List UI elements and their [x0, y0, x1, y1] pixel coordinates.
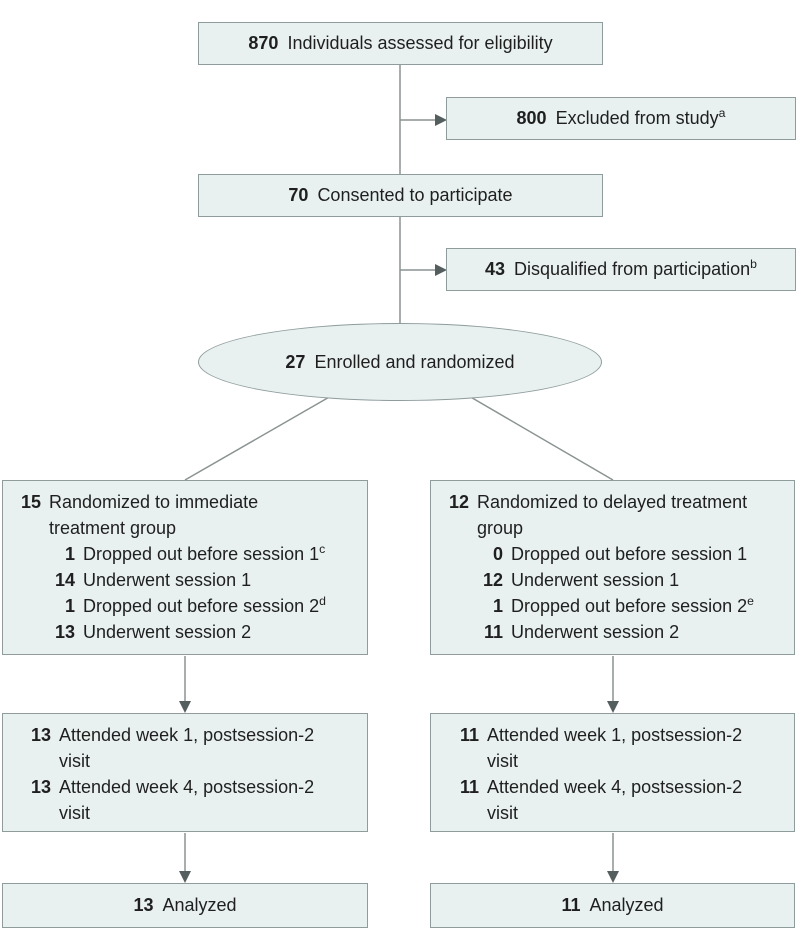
immediate-week4-label: Attended week 4, postsession-2 visit: [59, 777, 315, 823]
excluded-label: Excluded from studya: [555, 106, 726, 128]
arrowhead-right-disqualified: [435, 264, 447, 276]
delayed-sub3-label: Underwent session 2: [511, 622, 680, 642]
node-delayed-analyzed: 11 Analyzed: [430, 883, 795, 928]
immediate-sub3-count: 13: [54, 622, 75, 642]
arrowhead-down-delayed-analyzed: [607, 871, 619, 883]
delayed-sub1-label: Underwent session 1: [511, 570, 680, 590]
immediate-analyzed-label: Analyzed: [162, 895, 237, 915]
footnote-marker-c: c: [319, 542, 326, 556]
delayed-sub-row: 0 Dropped out before session 1: [441, 541, 786, 567]
enrolled-count: 27: [285, 351, 306, 372]
node-immediate-followup: 13 Attended week 1, postsession-2 visit …: [2, 713, 368, 832]
delayed-sub-row: 11 Underwent session 2: [441, 619, 786, 645]
delayed-followup-row: 11 Attended week 4, postsession-2 visit: [443, 774, 786, 826]
node-disqualified: 43 Disqualified from participationb: [446, 248, 796, 291]
delayed-week1-count: 11: [459, 725, 479, 745]
node-immediate-analyzed: 13 Analyzed: [2, 883, 368, 928]
delayed-week4-label: Attended week 4, postsession-2 visit: [487, 777, 743, 823]
immediate-main-row: 15 Randomized to immediate treatment gro…: [13, 489, 359, 541]
immediate-week4-count: 13: [30, 777, 51, 797]
immediate-analyzed-count: 13: [133, 895, 154, 915]
delayed-sub0-label: Dropped out before session 1: [511, 544, 748, 564]
immediate-sub-row: 13 Underwent session 2: [13, 619, 359, 645]
immediate-sub3-label: Underwent session 2: [83, 622, 252, 642]
immediate-followup-row: 13 Attended week 4, postsession-2 visit: [15, 774, 359, 826]
footnote-marker-d: d: [319, 594, 326, 608]
consented-count: 70: [288, 185, 309, 205]
enrolled-label: Enrolled and randomized: [314, 351, 515, 372]
disqualified-label: Disqualified from participationb: [514, 257, 757, 279]
consented-label: Consented to participate: [317, 185, 513, 205]
node-delayed-followup: 11 Attended week 1, postsession-2 visit …: [430, 713, 795, 832]
footnote-marker-b: b: [750, 257, 757, 271]
assessed-count: 870: [248, 33, 279, 53]
delayed-week1-label: Attended week 1, postsession-2 visit: [487, 725, 743, 771]
immediate-sub2-label: Dropped out before session 2d: [83, 594, 326, 616]
excluded-count: 800: [516, 108, 547, 128]
immediate-sub1-count: 14: [54, 570, 75, 590]
immediate-week1-label: Attended week 1, postsession-2 visit: [59, 725, 315, 771]
immediate-sub-row: 14 Underwent session 1: [13, 567, 359, 593]
connector-diagonal-left: [184, 391, 339, 481]
delayed-week4-count: 11: [459, 777, 479, 797]
delayed-sub-row: 12 Underwent session 1: [441, 567, 786, 593]
delayed-analyzed-label: Analyzed: [589, 895, 664, 915]
connector-diagonal-right: [461, 391, 614, 481]
delayed-sub3-count: 11: [483, 622, 503, 642]
arrowhead-down-immediate-followup: [179, 701, 191, 713]
immediate-week1-count: 13: [30, 725, 51, 745]
delayed-label: Randomized to delayed treatment group: [477, 492, 748, 538]
delayed-count: 12: [448, 492, 469, 512]
delayed-sub2-count: 1: [492, 596, 503, 616]
node-immediate-group: 15 Randomized to immediate treatment gro…: [2, 480, 368, 655]
disqualified-count: 43: [485, 259, 506, 279]
arrowhead-right-excluded: [435, 114, 447, 126]
immediate-label: Randomized to immediate treatment group: [49, 492, 259, 538]
immediate-followup-row: 13 Attended week 1, postsession-2 visit: [15, 722, 359, 774]
delayed-sub2-label: Dropped out before session 2e: [511, 594, 754, 616]
footnote-marker-a: a: [718, 106, 726, 120]
immediate-sub-row: 1 Dropped out before session 1c: [13, 541, 359, 567]
immediate-sub-row: 1 Dropped out before session 2d: [13, 593, 359, 619]
immediate-sub2-count: 1: [64, 596, 75, 616]
immediate-sub1-label: Underwent session 1: [83, 570, 252, 590]
node-delayed-group: 12 Randomized to delayed treatment group…: [430, 480, 795, 655]
delayed-analyzed-count: 11: [561, 895, 581, 915]
immediate-sub0-label: Dropped out before session 1c: [83, 542, 326, 564]
delayed-followup-row: 11 Attended week 1, postsession-2 visit: [443, 722, 786, 774]
delayed-sub-row: 1 Dropped out before session 2e: [441, 593, 786, 619]
footnote-marker-e: e: [747, 594, 754, 608]
delayed-sub0-count: 0: [492, 544, 503, 564]
assessed-label: Individuals assessed for eligibility: [287, 33, 553, 53]
arrowhead-down-delayed-followup: [607, 701, 619, 713]
immediate-sub0-count: 1: [64, 544, 75, 564]
delayed-sub1-count: 12: [482, 570, 503, 590]
immediate-count: 15: [20, 492, 41, 512]
arrowhead-down-immediate-analyzed: [179, 871, 191, 883]
node-consented: 70 Consented to participate: [198, 174, 603, 217]
node-assessed: 870 Individuals assessed for eligibility: [198, 22, 603, 65]
delayed-main-row: 12 Randomized to delayed treatment group: [441, 489, 786, 541]
node-enrolled-ellipse: 27 Enrolled and randomized: [198, 323, 602, 401]
node-excluded: 800 Excluded from studya: [446, 97, 796, 140]
